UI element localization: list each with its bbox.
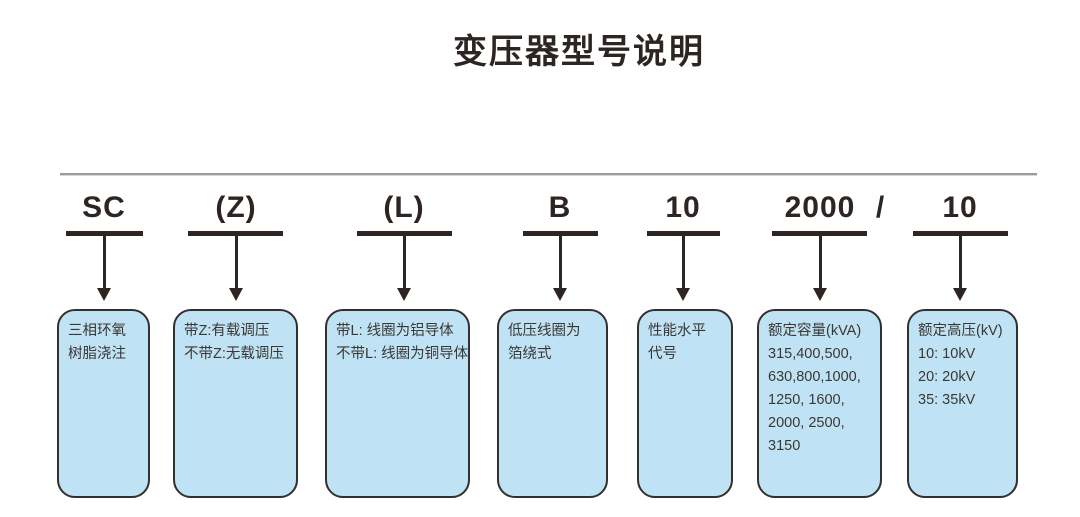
down-arrow-line-icon	[558, 236, 562, 290]
description-line: 箔绕式	[508, 346, 552, 362]
description-line: 315,400,500,	[768, 346, 853, 362]
description-box: 带Z:有载调压不带Z:无载调压	[173, 309, 298, 498]
code-label: 2000	[784, 191, 856, 224]
code-label: 10	[665, 191, 701, 224]
description-box: 额定高压(kV) 10: 10kV 20: 20kV 35: 35kV	[907, 309, 1018, 498]
description-box: 额定容量(kVA) 315,400,500, 630,800,1000, 1250, …	[757, 309, 882, 498]
description-line: 低压线圈为	[508, 323, 581, 339]
description-line: 不带L: 线圈为铜导体	[336, 346, 469, 362]
underline-bar	[523, 231, 598, 236]
down-arrow-head-icon	[813, 288, 827, 301]
description-line: 树脂浇注	[68, 346, 126, 362]
down-arrow-head-icon	[953, 288, 967, 301]
code-label: 10	[942, 191, 978, 224]
underline-bar	[772, 231, 867, 236]
description-line: 1250, 1600,	[768, 392, 845, 408]
description-line: 三相环氧	[68, 323, 126, 339]
description-line: 10: 10kV	[918, 346, 976, 362]
top-divider-line	[60, 173, 1037, 176]
description-box: 低压线圈为箔绕式	[497, 309, 608, 498]
code-label: B	[548, 191, 572, 224]
description-box: 性能水平代号	[637, 309, 733, 498]
down-arrow-head-icon	[97, 288, 111, 301]
description-line: 2000, 2500,	[768, 415, 845, 431]
underline-bar	[188, 231, 283, 236]
description-line: 额定容量(kVA)	[768, 323, 862, 339]
description-line: 带Z:有载调压	[184, 323, 270, 339]
down-arrow-line-icon	[402, 236, 406, 290]
underline-bar	[913, 231, 1008, 236]
down-arrow-head-icon	[553, 288, 567, 301]
down-arrow-line-icon	[681, 236, 685, 290]
description-line: 带L: 线圈为铝导体	[336, 323, 454, 339]
down-arrow-head-icon	[229, 288, 243, 301]
diagram-title: 变压器型号说明	[453, 33, 705, 71]
code-label: (Z)	[215, 191, 257, 224]
code-label: (L)	[383, 191, 425, 224]
underline-bar	[357, 231, 452, 236]
description-line: 630,800,1000,	[768, 369, 861, 385]
slash-separator: /	[875, 191, 885, 224]
down-arrow-line-icon	[958, 236, 962, 290]
down-arrow-head-icon	[397, 288, 411, 301]
down-arrow-line-icon	[818, 236, 822, 290]
down-arrow-head-icon	[676, 288, 690, 301]
underline-bar	[66, 231, 143, 236]
description-box: 带L: 线圈为铝导体不带L: 线圈为铜导体	[325, 309, 470, 498]
description-line: 35: 35kV	[918, 392, 976, 408]
description-line: 3150	[768, 438, 801, 454]
down-arrow-line-icon	[102, 236, 106, 290]
description-line: 20: 20kV	[918, 369, 976, 385]
description-line: 不带Z:无载调压	[184, 346, 284, 362]
code-label: SC	[82, 191, 126, 224]
down-arrow-line-icon	[234, 236, 238, 290]
description-line: 额定高压(kV)	[918, 323, 1003, 339]
underline-bar	[647, 231, 720, 236]
description-box: 三相环氧树脂浇注	[57, 309, 150, 498]
description-line: 代号	[648, 346, 677, 362]
description-line: 性能水平	[648, 323, 706, 339]
